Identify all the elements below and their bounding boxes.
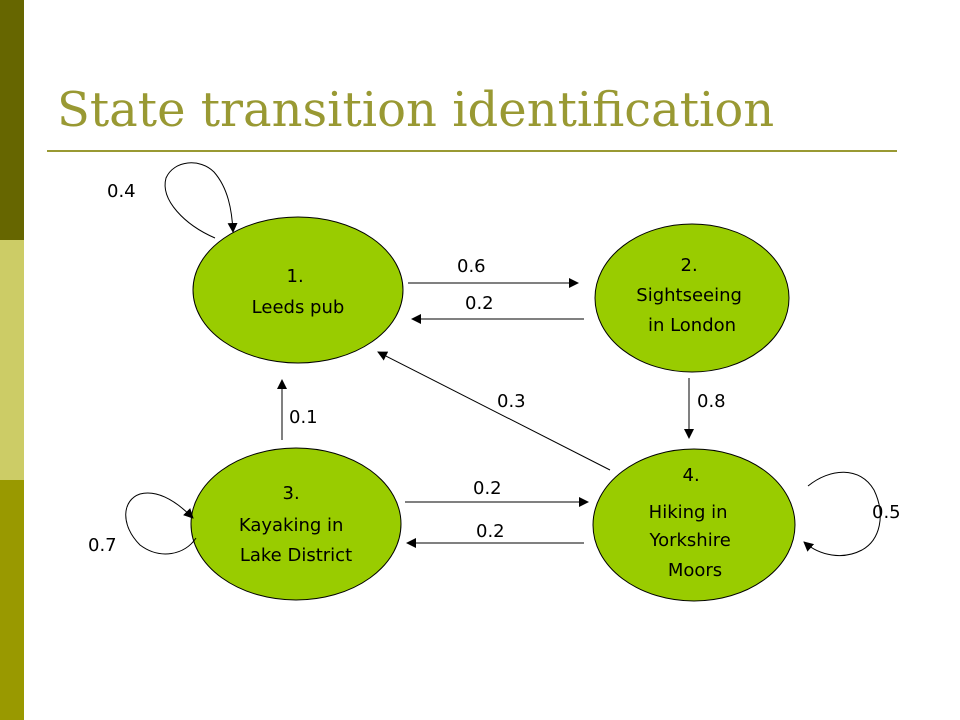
node-2-line-2: Sightseeing	[636, 285, 742, 306]
transition-arrow-1-to-1	[164, 162, 238, 239]
svg-text:4. Hiking in Yorks: 4. Hiking in Yorkshire Moors	[648, 465, 736, 581]
state-node-1: 1. Leeds pub	[192, 216, 404, 364]
transition-label-3-to-4: 0.2	[473, 478, 502, 499]
transition-label-1-to-1: 0.4	[107, 181, 136, 202]
state-node-2: 2. Sightseeing in London	[594, 223, 790, 373]
transition-arrow-3-to-3	[125, 492, 197, 555]
transition-label-4-to-3: 0.2	[476, 521, 505, 542]
transition-label-3-to-1: 0.1	[289, 407, 318, 428]
node-1-line-2: Leeds pub	[252, 297, 345, 318]
transition-label-1-to-2: 0.6	[457, 256, 486, 277]
title-divider	[47, 150, 897, 152]
node-3-line-3: Lake District	[240, 545, 352, 566]
node-4-line-3: Yorkshire	[648, 530, 730, 551]
sidebar-block-top	[0, 0, 24, 240]
transition-label-4-to-1: 0.3	[497, 391, 526, 412]
node-2-line-1: 2.	[681, 255, 698, 276]
state-node-4: 4. Hiking in Yorkshire Moors	[592, 448, 796, 602]
node-2-line-3: in London	[648, 315, 736, 336]
sidebar-block-bottom	[0, 480, 24, 720]
state-node-3: 3. Kayaking in Lake District	[190, 447, 402, 601]
svg-text:1. Leeds pub: 1. Leeds pub	[252, 266, 345, 318]
transition-label-2-to-4: 0.8	[697, 391, 726, 412]
node-3-line-1: 3.	[283, 483, 300, 504]
svg-text:2. Sightseeing in: 2. Sightseeing in London	[636, 255, 747, 336]
transition-label-3-to-3: 0.7	[88, 535, 117, 556]
transition-arrow-4-to-1	[377, 351, 611, 471]
transition-label-4-to-4: 0.5	[872, 502, 901, 523]
node-1-line-1: 1.	[287, 266, 304, 287]
node-4-line-1: 4.	[683, 465, 700, 486]
page-title: State transition identification	[57, 82, 775, 138]
node-3-line-2: Kayaking in	[239, 515, 344, 536]
sidebar-block-middle	[0, 240, 24, 480]
sidebar-decoration	[0, 0, 24, 720]
node-4-line-2: Hiking in	[649, 502, 728, 523]
node-4-line-4: Moors	[668, 560, 722, 581]
transition-label-2-to-1: 0.2	[465, 293, 494, 314]
svg-text:3. Kayaking in Lak: 3. Kayaking in Lake District	[239, 483, 352, 566]
transition-arrow-4-to-4	[803, 471, 881, 556]
